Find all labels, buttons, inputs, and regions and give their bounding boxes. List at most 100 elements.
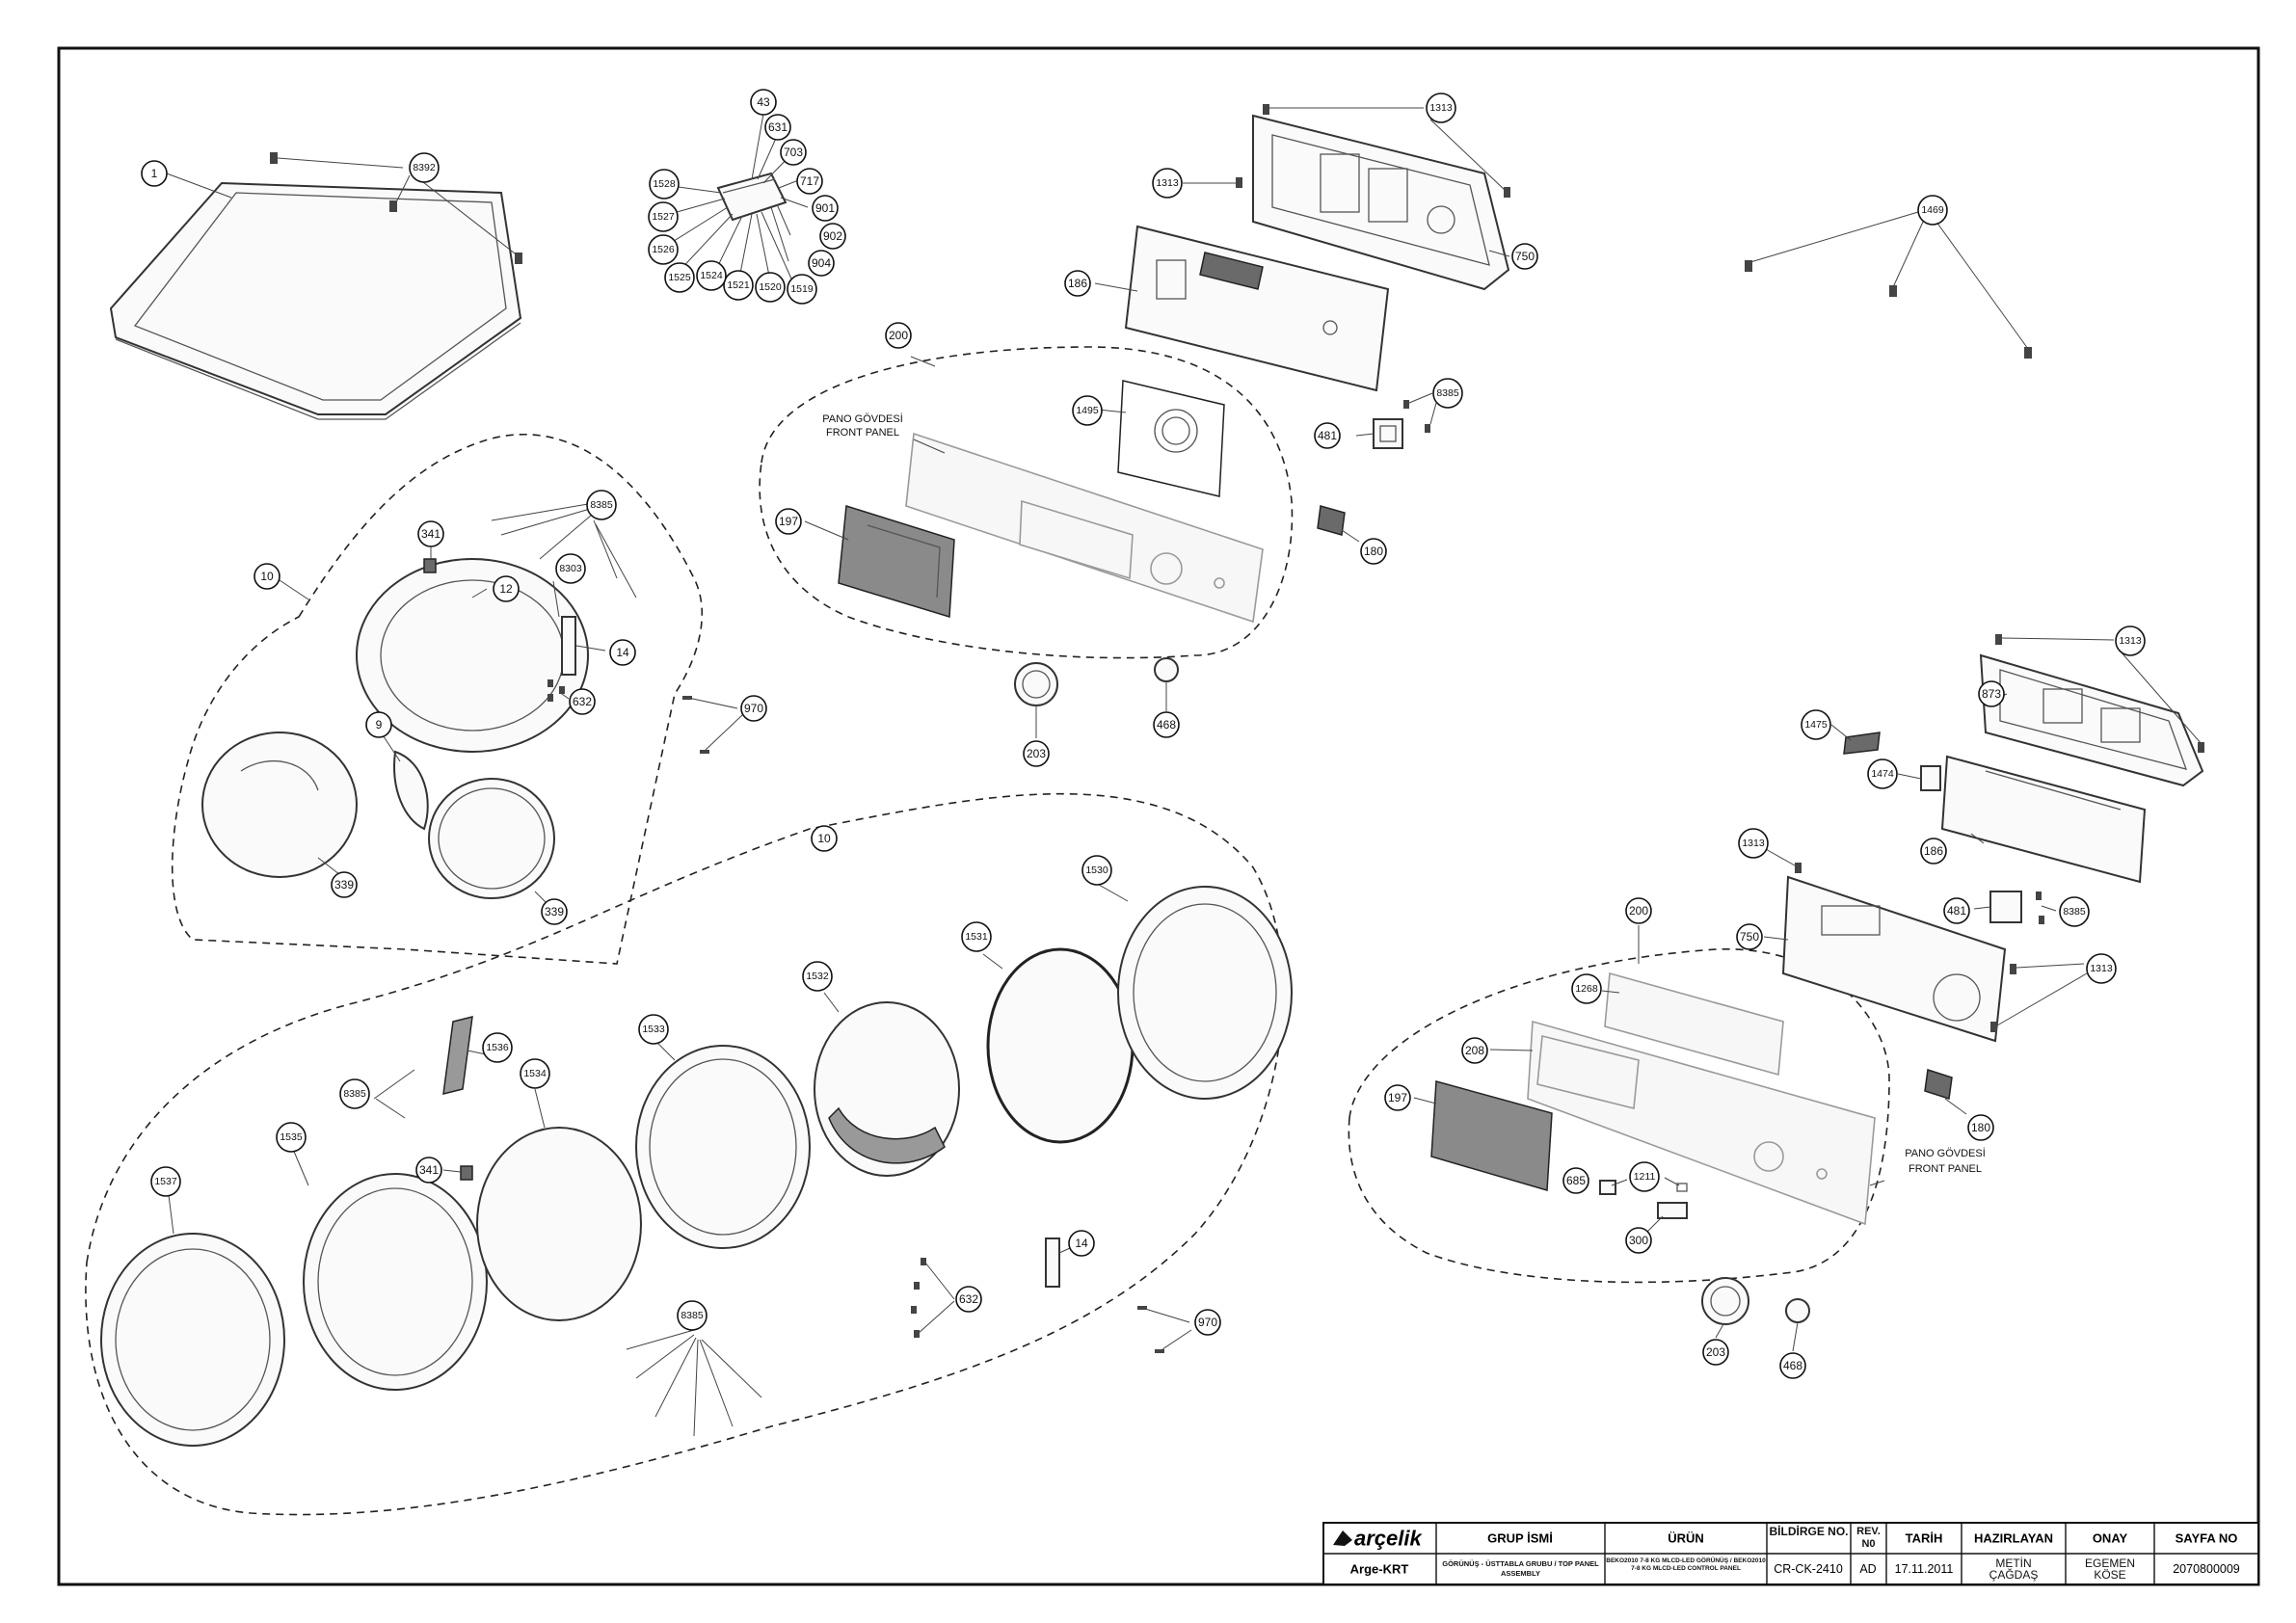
callout-label: 8385 xyxy=(681,1310,704,1321)
control-board-holder-873 xyxy=(1979,653,2204,787)
callout-circle xyxy=(1571,973,1602,1004)
callout-1495: 1495 xyxy=(1072,395,1103,426)
callout-circle xyxy=(1153,711,1180,738)
header-prepared: HAZIRLAYAN xyxy=(1974,1531,2053,1546)
callout-circle xyxy=(1194,1309,1221,1336)
callout-1524: 1524 xyxy=(696,260,727,291)
callout-200b: 200 xyxy=(1625,897,1652,924)
callout-label: 901 xyxy=(815,201,835,215)
callout-label: 632 xyxy=(573,695,592,708)
callout-label: 341 xyxy=(421,527,441,541)
callout-12: 12 xyxy=(493,575,520,602)
callout-label: 1521 xyxy=(727,279,750,291)
callout-label: 12 xyxy=(499,582,513,596)
callout-circle xyxy=(1736,923,1763,950)
callout-circle xyxy=(1967,1114,1994,1141)
wires-8385d xyxy=(626,1329,762,1437)
callout-label: 1520 xyxy=(759,281,782,293)
callout-10b: 10 xyxy=(811,825,838,852)
header-approved: ONAY xyxy=(2093,1531,2128,1546)
callout-703: 703 xyxy=(780,139,807,166)
callout-481a: 481 xyxy=(1314,422,1341,449)
front-panel-body-208 xyxy=(1527,1020,1876,1226)
callout-label: 750 xyxy=(1740,930,1759,944)
callout-9: 9 xyxy=(365,711,392,738)
callout-label: 1519 xyxy=(790,283,814,295)
documents-booklet-part xyxy=(716,172,788,222)
front-panel-body-200 xyxy=(905,432,1264,624)
callout-1474: 1474 xyxy=(1867,758,1898,789)
callout-1211: 1211 xyxy=(1629,1161,1660,1192)
callout-901: 901 xyxy=(812,195,839,222)
front-panel-note-top-1: PANO GÖVDESİ xyxy=(822,412,903,425)
callout-label: 10 xyxy=(260,570,274,583)
callout-1521: 1521 xyxy=(723,270,754,301)
callout-1313e: 1313 xyxy=(2086,953,2117,984)
callout-1469: 1469 xyxy=(1917,195,1948,226)
callout-circle xyxy=(696,260,727,291)
callout-label: 8385 xyxy=(343,1088,366,1100)
callout-label: 1469 xyxy=(1921,204,1944,216)
callout-circle xyxy=(1801,709,1831,740)
logo-text: arçelik xyxy=(1354,1527,1423,1551)
callout-label: 1527 xyxy=(652,211,675,223)
callout-circle xyxy=(961,921,992,952)
screws-1313cde xyxy=(1795,634,2204,1032)
control-pcb-186 xyxy=(1124,225,1390,392)
callout-circle xyxy=(2059,896,2090,927)
callout-1313b: 1313 xyxy=(1152,168,1183,199)
callout-circle xyxy=(649,169,680,200)
callout-208: 208 xyxy=(1461,1037,1488,1064)
door-frame-1537 xyxy=(100,1233,285,1447)
callout-circle xyxy=(664,262,695,293)
callout-8385c: 8385 xyxy=(339,1078,370,1109)
callout-circle xyxy=(365,711,392,738)
callout-1537: 1537 xyxy=(150,1166,181,1197)
control-pcb-186b xyxy=(1940,755,2147,884)
callout-circle xyxy=(740,695,767,722)
callout-label: 632 xyxy=(959,1292,978,1306)
callout-circle xyxy=(1562,1167,1589,1194)
callout-circle xyxy=(1625,1227,1652,1254)
callout-label: 9 xyxy=(376,718,383,732)
value-approved: EGEMEN KÖSE xyxy=(2084,1556,2135,1582)
callout-circle xyxy=(1081,855,1112,886)
callout-label: 339 xyxy=(545,905,564,918)
header-date: TARİH xyxy=(1906,1531,1943,1546)
callout-circle xyxy=(1461,1037,1488,1064)
callout-circle xyxy=(780,139,807,166)
callout-8392: 8392 xyxy=(409,152,440,183)
callout-circle xyxy=(811,825,838,852)
callout-label: 1528 xyxy=(653,178,676,190)
callout-label: 1530 xyxy=(1085,865,1108,876)
screws-8385e xyxy=(2036,891,2044,924)
screws-1469 xyxy=(1745,260,2032,359)
callout-label: 481 xyxy=(1318,429,1337,442)
callout-circle xyxy=(339,1078,370,1109)
callout-label: 203 xyxy=(1706,1345,1725,1359)
front-panel-note-right-1: PANO GÖVDESİ xyxy=(1905,1147,1986,1159)
top-panel-part xyxy=(109,181,522,420)
connector-180a xyxy=(1317,505,1346,536)
callout-label: 8303 xyxy=(559,563,582,574)
hinge-14a xyxy=(561,616,576,676)
callout-970a: 970 xyxy=(740,695,767,722)
program-knob-203b xyxy=(1701,1277,1749,1325)
callout-label: 208 xyxy=(1465,1044,1484,1057)
callout-circle xyxy=(2115,625,2146,656)
callout-label: 1313 xyxy=(1429,102,1453,114)
callout-label: 904 xyxy=(812,256,831,270)
callout-circle xyxy=(586,490,617,520)
callout-circle xyxy=(276,1122,307,1153)
callout-label: 200 xyxy=(889,329,908,342)
callout-632b: 632 xyxy=(955,1286,982,1313)
callout-1313a: 1313 xyxy=(1426,93,1456,123)
callout-339b: 339 xyxy=(541,898,568,925)
switch-481a xyxy=(1373,418,1403,449)
door-parts-bolts xyxy=(547,679,565,702)
dept-value: Arge-KRT xyxy=(1350,1562,1409,1577)
top-panel-screws xyxy=(270,152,522,264)
callout-circle xyxy=(2086,953,2117,984)
callout-339a: 339 xyxy=(331,871,358,898)
callout-circle xyxy=(755,272,786,303)
